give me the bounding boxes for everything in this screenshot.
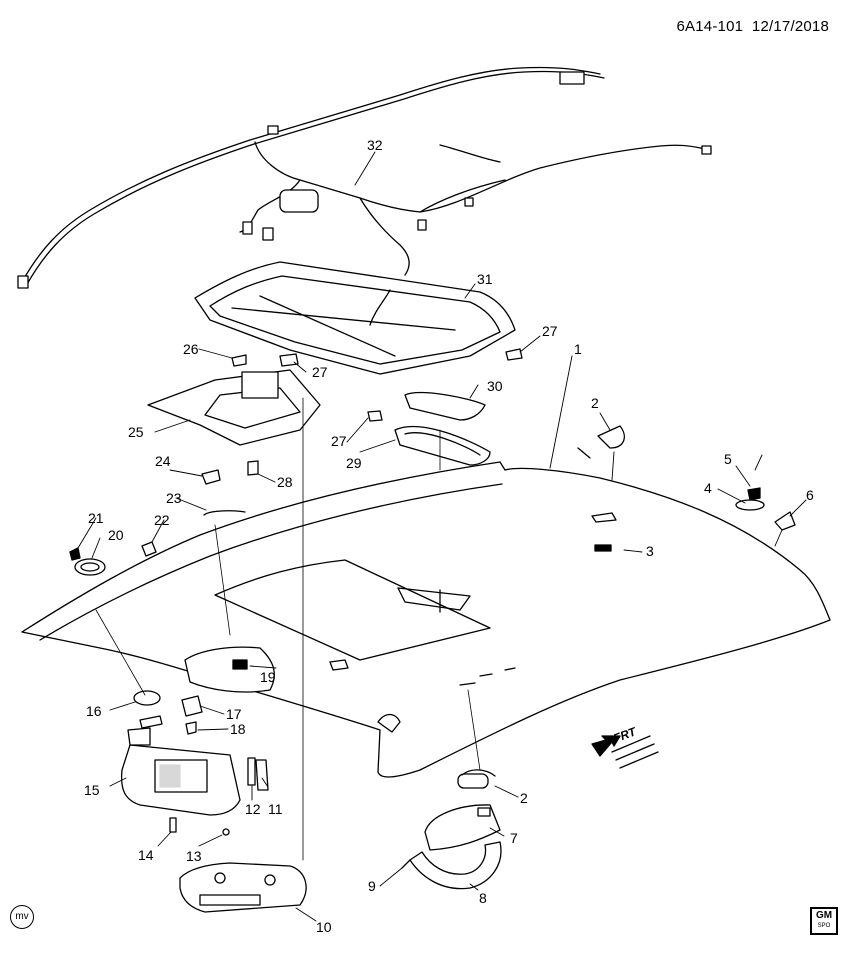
callout-27-right: 27 (542, 323, 558, 339)
callout-4: 4 (704, 480, 712, 496)
gm-logo-text: GM (815, 910, 833, 921)
callout-19: 19 (260, 669, 276, 685)
callout-28: 28 (277, 474, 293, 490)
callout-15: 15 (84, 782, 100, 798)
callout-31: 31 (477, 271, 493, 287)
overhead-console (179, 862, 307, 913)
callout-30: 30 (487, 378, 503, 394)
callout-6: 6 (806, 487, 814, 503)
callout-17: 17 (226, 706, 242, 722)
callout-10: 10 (316, 919, 332, 935)
callout-21: 21 (88, 510, 104, 526)
diagram-header: 6A14-101 12/17/2018 (677, 18, 829, 35)
sunshade-handle-assembly (394, 392, 491, 466)
callout-18: 18 (230, 721, 246, 737)
callout-2-lower: 2 (520, 790, 528, 806)
callout-24: 24 (155, 453, 171, 469)
sunroof-frame (194, 261, 516, 375)
callout-11: 11 (268, 801, 283, 817)
callout-25: 25 (128, 424, 144, 440)
callout-7: 7 (510, 830, 518, 846)
callout-29: 29 (346, 455, 362, 471)
callout-13: 13 (186, 848, 202, 864)
diagram-date: 12/17/2018 (751, 18, 829, 35)
callout-32: 32 (367, 137, 383, 153)
gm-logo-icon: GM SPO (810, 907, 838, 935)
corner-mark-badge: mv (10, 905, 34, 929)
front-direction-arrow (591, 735, 659, 769)
callout-14: 14 (138, 847, 154, 863)
callout-23: 23 (166, 490, 182, 506)
callout-labels: 1 2 2 3 4 5 6 7 8 9 10 11 12 13 14 15 16… (84, 137, 814, 935)
headliner-panel (21, 461, 831, 778)
callout-27-middle: 27 (331, 433, 347, 449)
callout-16: 16 (86, 703, 102, 719)
wiring-harness (17, 66, 712, 289)
gm-logo-sub: SPO (817, 923, 831, 929)
assist-handle (409, 773, 502, 890)
small-fasteners (69, 348, 796, 869)
callout-3: 3 (646, 543, 654, 559)
diagram-code: 6A14-101 (676, 18, 744, 35)
console-mounting-bracket (147, 369, 321, 446)
sun-visor (120, 727, 241, 816)
callout-8: 8 (479, 890, 487, 906)
callout-2-upper: 2 (591, 395, 599, 411)
callout-5: 5 (724, 451, 732, 467)
callout-22: 22 (154, 512, 170, 528)
callout-12: 12 (245, 801, 261, 817)
callout-1: 1 (574, 341, 582, 357)
callout-20: 20 (108, 527, 124, 543)
assembly-guide-lines (95, 397, 481, 861)
leader-lines (77, 151, 807, 922)
callout-27-left: 27 (312, 364, 328, 380)
callout-9: 9 (368, 878, 376, 894)
callout-26: 26 (183, 341, 199, 357)
